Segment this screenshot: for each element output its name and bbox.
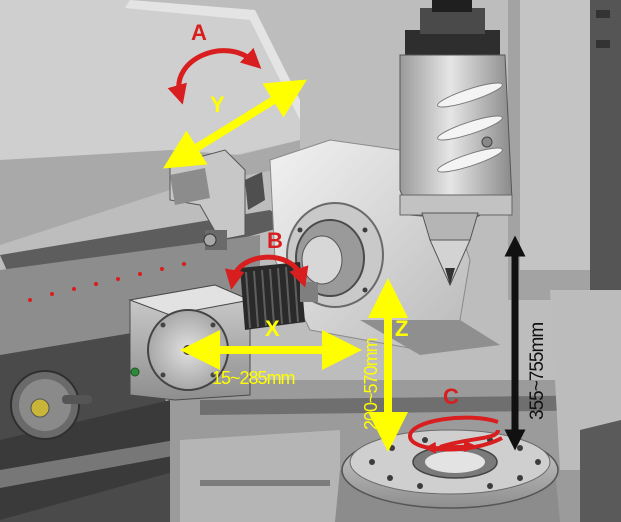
z-axis-label: Z xyxy=(395,316,408,341)
floor-plate-groove xyxy=(200,480,330,486)
c-rotary-arrow xyxy=(424,440,476,454)
bed-bolt-row xyxy=(28,262,186,302)
column-foot xyxy=(580,420,621,522)
column-slot xyxy=(596,10,610,18)
tailstock-center-icon xyxy=(421,212,479,287)
column-side xyxy=(590,0,621,300)
handwheel-icon xyxy=(10,370,92,440)
x-axis-range: 15~285mm xyxy=(212,368,295,388)
b-axis-label: B xyxy=(267,228,283,253)
x-axis-label: X xyxy=(265,316,280,341)
a-axis-label: A xyxy=(191,20,207,45)
milling-head xyxy=(399,0,513,221)
column-slot xyxy=(596,40,610,48)
spindle-travel-range: 355~755mm xyxy=(527,323,548,420)
base-rail xyxy=(0,440,178,488)
y-axis-arrow xyxy=(162,79,308,169)
gripper-arm xyxy=(169,149,265,250)
floor-plate xyxy=(180,430,340,522)
slanted-bed xyxy=(0,235,260,360)
enclosure-edge-highlight xyxy=(125,0,300,120)
y-axis-label: Y xyxy=(210,92,225,117)
tailstock-bore xyxy=(301,235,343,285)
z-axis-range: 200~570mm xyxy=(361,338,381,430)
c-axis-label: C xyxy=(443,384,459,409)
b-rotary-arrow xyxy=(224,254,309,290)
a-rotary-arrow xyxy=(167,47,262,105)
